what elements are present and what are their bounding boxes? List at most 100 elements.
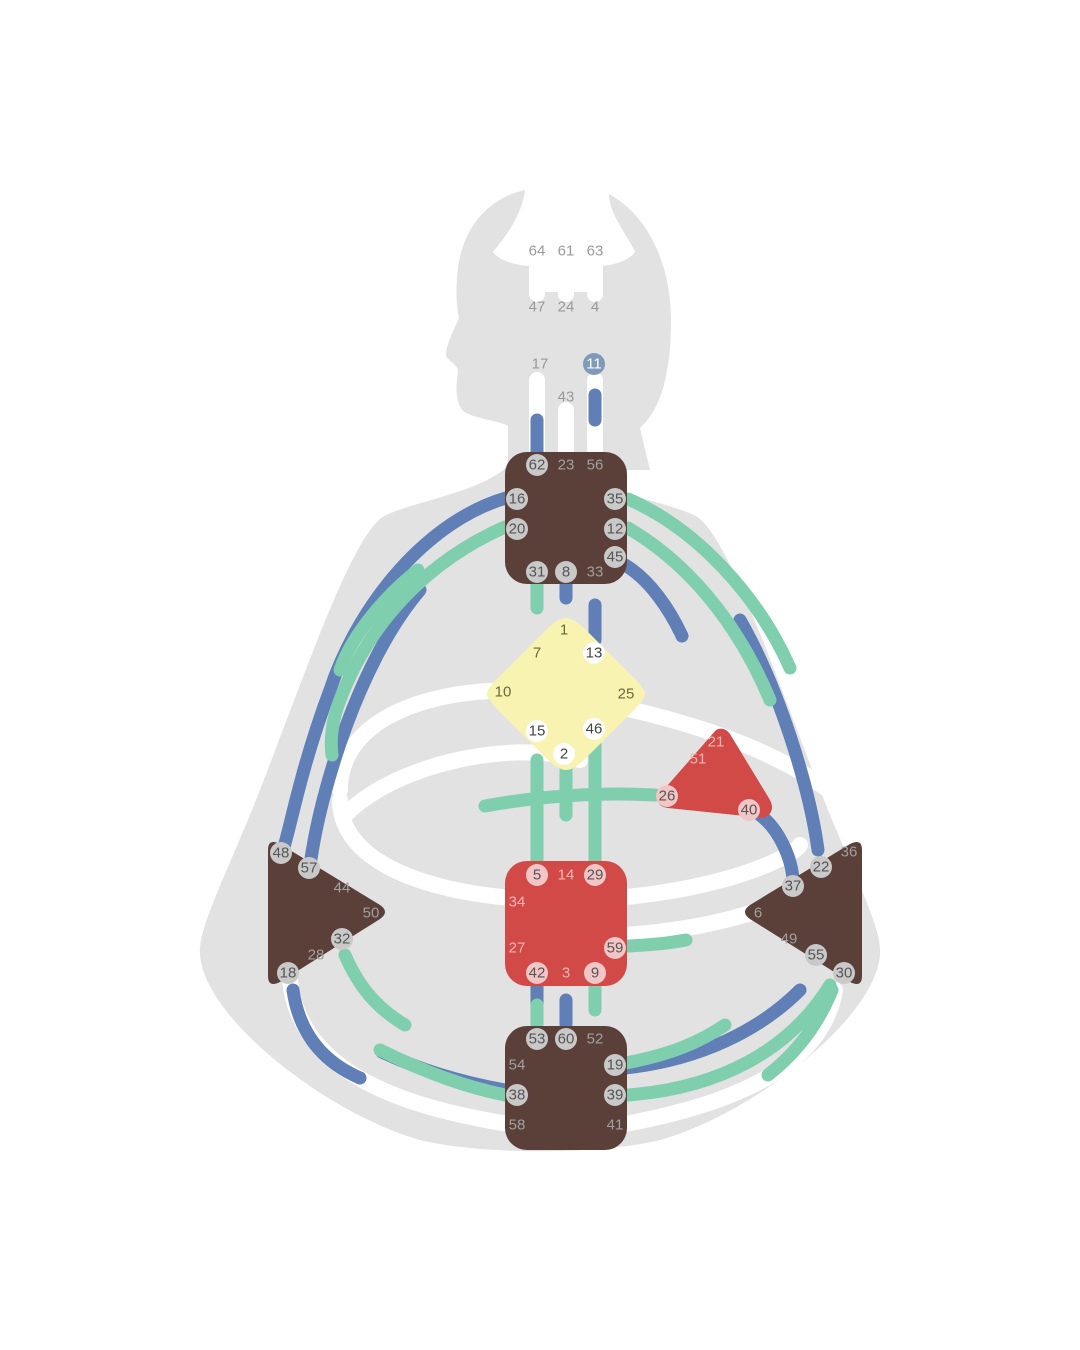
gate-badge-37: [782, 875, 804, 897]
spleen-center: [268, 842, 385, 984]
channel-19-49-blue: [618, 983, 807, 1075]
gate-64: 64: [529, 243, 546, 260]
ego-center: [658, 728, 772, 818]
gate-badge-55: [805, 944, 827, 966]
channel-57-20-blue: [303, 583, 427, 873]
channel-39-55-green: [621, 978, 837, 1102]
gate-badge-35: [604, 488, 626, 510]
gate-33: 33: [587, 564, 604, 581]
gate-23: 23: [558, 457, 575, 474]
gate-4: 4: [591, 299, 599, 316]
gate-20: 20: [509, 521, 526, 538]
gate-62: 62: [529, 457, 546, 474]
gate-43: 43: [558, 389, 575, 406]
gate-badge-40: [738, 799, 760, 821]
gate-44: 44: [334, 880, 351, 897]
gate-48: 48: [273, 845, 290, 862]
gate-14: 14: [558, 867, 575, 884]
gate-badge-8: [555, 561, 577, 583]
gate-35: 35: [607, 491, 624, 508]
gate-61: 61: [558, 243, 575, 260]
gate-63: 63: [587, 243, 604, 260]
gate-52: 52: [587, 1031, 604, 1048]
gate-51: 51: [690, 751, 707, 768]
gate-50: 50: [363, 905, 380, 922]
gate-37: 37: [785, 878, 802, 895]
gate-39: 39: [607, 1087, 624, 1104]
gate-badge-57: [298, 857, 320, 879]
gate-30: 30: [836, 965, 853, 982]
gate-25: 25: [618, 686, 635, 703]
gate-badges: [270, 353, 855, 1106]
gate-56: 56: [587, 457, 604, 474]
gate-badge-62: [526, 454, 548, 476]
gate-7: 7: [533, 645, 541, 662]
gate-badge-18: [277, 962, 299, 984]
gate-60: 60: [558, 1031, 575, 1048]
root-center: [505, 1026, 627, 1150]
gate-badge-13: [583, 642, 605, 664]
gate-32: 32: [334, 931, 351, 948]
throat-center: [505, 452, 627, 584]
gate-58: 58: [509, 1117, 526, 1134]
gate-badge-11: [583, 353, 605, 375]
gate-29: 29: [587, 867, 604, 884]
channel-38-28-green: [373, 1043, 512, 1102]
gate-badge-16: [506, 488, 528, 510]
gate-badge-5: [526, 864, 548, 886]
gate-badge-2: [553, 743, 575, 765]
channel-59-6-green: [621, 933, 693, 953]
channel-12-22-green: [621, 521, 777, 707]
gate-6: 6: [754, 905, 762, 922]
gate-badge-31: [526, 561, 548, 583]
gate-41: 41: [607, 1117, 624, 1134]
gate-5: 5: [533, 867, 541, 884]
channel-40-37-blue: [753, 808, 800, 887]
gate-59: 59: [607, 940, 624, 957]
gate-38: 38: [509, 1087, 526, 1104]
gate-badge-29: [584, 864, 606, 886]
gate-31: 31: [529, 564, 546, 581]
gate-badge-60: [555, 1028, 577, 1050]
gate-47: 47: [529, 299, 546, 316]
gate-24: 24: [558, 299, 575, 316]
gate-10: 10: [495, 684, 512, 701]
gate-19: 19: [607, 1057, 624, 1074]
gate-11: 11: [586, 356, 602, 373]
channel-35-36-blue: [733, 613, 825, 857]
gate-badge-30: [833, 962, 855, 984]
gate-badge-22: [810, 856, 832, 878]
gate-15: 15: [529, 723, 546, 740]
gate-badge-26: [656, 785, 678, 807]
gate-badge-38: [506, 1084, 528, 1106]
gate-badge-12: [604, 518, 626, 540]
defined-channels: [276, 388, 839, 1102]
gate-badge-9: [584, 962, 606, 984]
gate-badge-20: [506, 518, 528, 540]
gate-27: 27: [509, 940, 526, 957]
channel-20-57-green: [324, 520, 512, 762]
solar-plexus-center: [745, 842, 862, 984]
gate-53: 53: [529, 1031, 546, 1048]
gate-12: 12: [607, 521, 624, 538]
gate-badge-19: [604, 1054, 626, 1076]
gate-22: 22: [813, 859, 830, 876]
gate-labels: 64 61 63 47 24 4 17 43 11 62 23 56 16 35…: [273, 243, 858, 1134]
gate-9: 9: [591, 965, 599, 982]
channel-45-21-blue: [618, 558, 689, 643]
gate-badge-39: [604, 1084, 626, 1106]
gate-badge-45: [604, 546, 626, 568]
channel-16-48-green: [333, 563, 425, 677]
gate-49: 49: [781, 931, 798, 948]
sp-root-outer: [612, 982, 843, 1133]
gate-badge-42: [526, 962, 548, 984]
gate-18: 18: [280, 965, 297, 982]
gate-badge-32: [331, 928, 353, 950]
gate-28: 28: [308, 947, 325, 964]
gate-2: 2: [560, 746, 568, 763]
gate-badge-53: [526, 1028, 548, 1050]
channel-30-41-green: [761, 983, 839, 1082]
gate-42: 42: [529, 965, 546, 982]
gate-badge-59: [604, 937, 626, 959]
gate-55: 55: [808, 947, 825, 964]
